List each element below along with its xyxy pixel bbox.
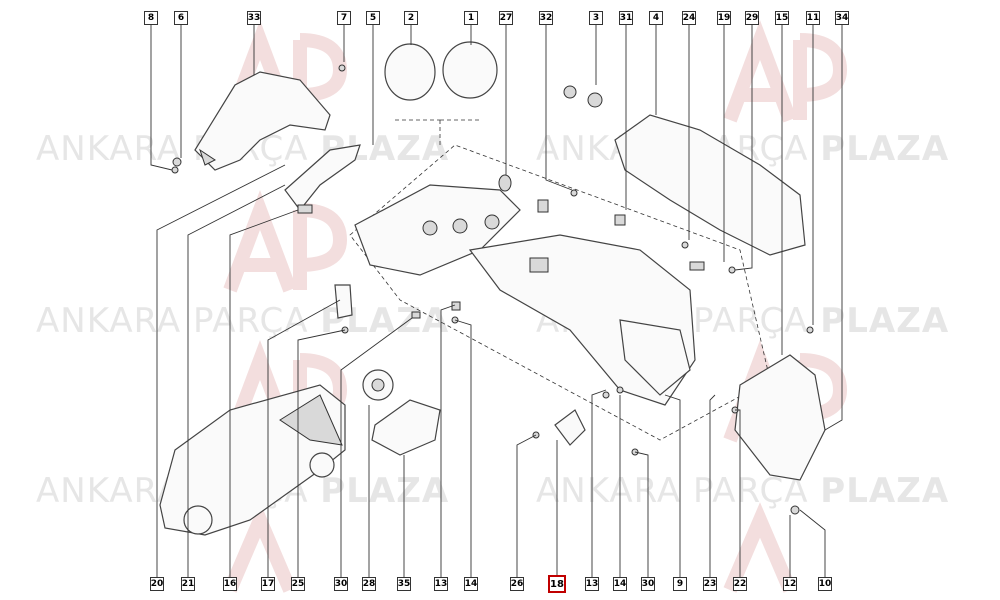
part-bracket-18 bbox=[554, 409, 586, 446]
part-label-10[interactable]: 10 bbox=[818, 577, 832, 591]
part-label-9[interactable]: 9 bbox=[673, 577, 687, 591]
part-label-34[interactable]: 34 bbox=[835, 11, 849, 25]
part-fastener-kit-35 bbox=[371, 399, 441, 456]
part-label-19[interactable]: 19 bbox=[717, 11, 731, 25]
part-label-31[interactable]: 31 bbox=[619, 11, 633, 25]
part-label-26[interactable]: 26 bbox=[510, 577, 524, 591]
part-label-17[interactable]: 17 bbox=[261, 577, 275, 591]
part-sensor-27 bbox=[498, 174, 512, 192]
part-label-2[interactable]: 2 bbox=[404, 11, 418, 25]
part-label-21[interactable]: 21 bbox=[181, 577, 195, 591]
part-label-18-highlighted[interactable]: 18 bbox=[548, 575, 566, 593]
part-label-7[interactable]: 7 bbox=[337, 11, 351, 25]
callout-lines bbox=[150, 25, 843, 580]
part-label-22[interactable]: 22 bbox=[733, 577, 747, 591]
part-label-13[interactable]: 13 bbox=[585, 577, 599, 591]
part-label-23[interactable]: 23 bbox=[703, 577, 717, 591]
part-label-8[interactable]: 8 bbox=[144, 11, 158, 25]
part-label-25[interactable]: 25 bbox=[291, 577, 305, 591]
part-label-28[interactable]: 28 bbox=[362, 577, 376, 591]
part-label-30[interactable]: 30 bbox=[334, 577, 348, 591]
part-label-20[interactable]: 20 bbox=[150, 577, 164, 591]
part-rear-bumper bbox=[468, 234, 696, 406]
part-label-35[interactable]: 35 bbox=[397, 577, 411, 591]
watermark-text: ANKARA PARÇA PLAZA bbox=[36, 301, 449, 341]
part-label-16[interactable]: 16 bbox=[223, 577, 237, 591]
part-side-deflector-34 bbox=[734, 354, 826, 481]
part-bumper-upper-cover bbox=[354, 184, 521, 276]
part-label-6[interactable]: 6 bbox=[174, 11, 188, 25]
part-label-3[interactable]: 3 bbox=[589, 11, 603, 25]
assembly-outline bbox=[395, 119, 480, 145]
part-tow-hook-cover-28 bbox=[362, 369, 394, 401]
part-upper-diffuser-4 bbox=[614, 114, 806, 256]
part-label-32[interactable]: 32 bbox=[539, 11, 553, 25]
small-fasteners bbox=[171, 64, 814, 515]
part-label-33[interactable]: 33 bbox=[247, 11, 261, 25]
part-label-24[interactable]: 24 bbox=[682, 11, 696, 25]
part-label-14[interactable]: 14 bbox=[613, 577, 627, 591]
part-label-1[interactable]: 1 bbox=[464, 11, 478, 25]
part-label-30[interactable]: 30 bbox=[641, 577, 655, 591]
part-clip-3 bbox=[563, 85, 603, 108]
part-reflectors-2-1 bbox=[384, 41, 498, 101]
part-label-14[interactable]: 14 bbox=[464, 577, 478, 591]
part-label-15[interactable]: 15 bbox=[775, 11, 789, 25]
part-label-12[interactable]: 12 bbox=[783, 577, 797, 591]
part-label-13[interactable]: 13 bbox=[434, 577, 448, 591]
watermark-text: ANKARA PARÇA PLAZA bbox=[536, 471, 949, 511]
part-bracket-17 bbox=[334, 284, 353, 319]
part-label-11[interactable]: 11 bbox=[806, 11, 820, 25]
part-side-deflector-33 bbox=[194, 71, 331, 171]
part-label-5[interactable]: 5 bbox=[366, 11, 380, 25]
part-label-4[interactable]: 4 bbox=[649, 11, 663, 25]
part-label-29[interactable]: 29 bbox=[745, 11, 759, 25]
part-label-27[interactable]: 27 bbox=[499, 11, 513, 25]
vehicle-illustration bbox=[159, 384, 346, 536]
